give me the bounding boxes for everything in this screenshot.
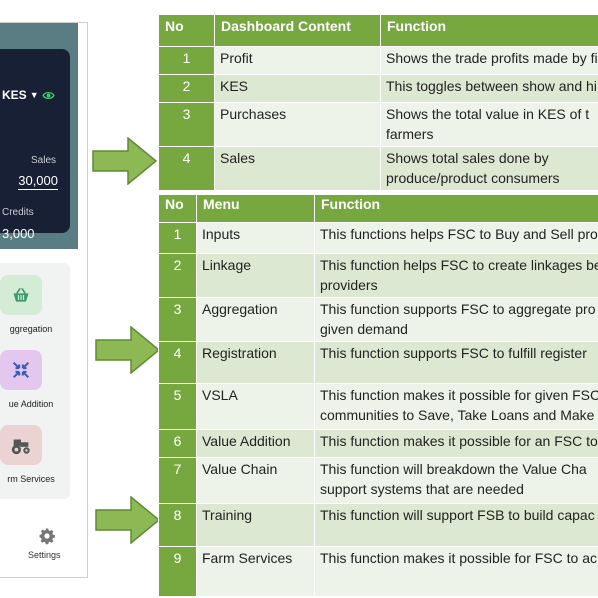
- row-number: 5: [158, 383, 197, 430]
- menu-item-aggregation[interactable]: ggregation: [0, 275, 70, 345]
- table-row: 4 Registration This function supports FS…: [158, 341, 598, 384]
- dashboard-card: KES ▼ Sales 30,000 Credits 3,000: [0, 49, 70, 241]
- row-item: KES: [214, 74, 381, 103]
- menu-tile: [0, 275, 42, 315]
- row-item: Profit: [214, 46, 381, 75]
- row-number: 1: [158, 222, 197, 254]
- caret-down-icon: ▼: [29, 90, 39, 100]
- settings-button[interactable]: Settings: [28, 527, 68, 567]
- row-number: 4: [158, 146, 215, 191]
- row-item: Aggregation: [196, 297, 315, 342]
- row-function: This function makes it possible for an F…: [314, 429, 598, 458]
- row-item: VSLA: [196, 383, 315, 430]
- row-function: Shows the total value in KES of t farmer…: [380, 102, 598, 147]
- row-number: 2: [158, 253, 197, 298]
- table-row: 1 Profit Shows the trade profits made by…: [158, 46, 598, 75]
- menu-panel: ggregation ue Addition: [0, 263, 70, 499]
- row-item: Linkage: [196, 253, 315, 298]
- table-row: 9 Farm Services This function makes it p…: [158, 546, 598, 597]
- row-item: Value Chain: [196, 457, 315, 504]
- sales-value: 30,000: [18, 173, 58, 190]
- table-row: 8 Training This function will support FS…: [158, 503, 598, 547]
- row-function: This function will breakdown the Value C…: [314, 457, 598, 504]
- dashboard-content-table: No Dashboard Content Function 1 Profit S…: [158, 14, 598, 191]
- menu-item-value-addition[interactable]: ue Addition: [0, 350, 70, 420]
- credits-label: Credits: [2, 207, 34, 218]
- row-number: 1: [158, 46, 215, 75]
- column-header: Function: [380, 14, 598, 47]
- menu-item-farm-services[interactable]: rm Services: [0, 425, 70, 495]
- menu-label: ue Addition: [8, 399, 54, 409]
- row-function: Shows total sales done by produce/produc…: [380, 146, 598, 191]
- settings-label: Settings: [28, 550, 61, 560]
- row-number: 2: [158, 74, 215, 103]
- row-function: This function helps FSC to create linkag…: [314, 253, 598, 298]
- row-item: Sales: [214, 146, 381, 191]
- basket-icon: [13, 287, 29, 302]
- menu-tile: [0, 350, 42, 390]
- row-item: Registration: [196, 341, 315, 384]
- menu-table: No Menu Function 1 Inputs This functions…: [158, 194, 598, 597]
- row-function: This functions helps FSC to Buy and Sell…: [314, 222, 598, 254]
- row-function: This toggles between show and hi: [380, 74, 598, 103]
- row-item: Inputs: [196, 222, 315, 254]
- menu-tile: [0, 425, 42, 465]
- tractor-icon: [11, 439, 30, 455]
- arrow-right-icon: [95, 326, 161, 374]
- row-item: Farm Services: [196, 546, 315, 597]
- arrow-right-icon: [92, 137, 158, 185]
- row-number: 3: [158, 297, 197, 342]
- table-row: 3 Aggregation This function supports FSC…: [158, 297, 598, 342]
- credits-value: 3,000: [2, 226, 35, 241]
- table-row: 2 KES This toggles between show and hi: [158, 74, 598, 103]
- row-number: 4: [158, 341, 197, 384]
- row-function: This function makes it possible for give…: [314, 383, 598, 430]
- menu-label: ggregation: [9, 324, 53, 334]
- table-row: 6 Value Addition This function makes it …: [158, 429, 598, 458]
- row-item: Training: [196, 503, 315, 547]
- currency-toggle[interactable]: KES ▼: [2, 88, 55, 102]
- column-header: Function: [314, 194, 598, 223]
- phone-screenshot: KES ▼ Sales 30,000 Credits 3,000: [0, 22, 88, 578]
- table-row: 5 VSLA This function makes it possible f…: [158, 383, 598, 430]
- eye-icon[interactable]: [41, 89, 55, 102]
- row-number: 8: [158, 503, 197, 547]
- arrow-right-icon: [95, 496, 161, 544]
- currency-label: KES: [2, 88, 27, 102]
- row-function: This function supports FSC to fulfill re…: [314, 341, 598, 384]
- row-number: 9: [158, 546, 197, 597]
- table-row: 3 Purchases Shows the total value in KES…: [158, 102, 598, 147]
- arrows-inward-icon: [12, 361, 30, 379]
- dashboard-frame: KES ▼ Sales 30,000 Credits 3,000: [0, 23, 78, 249]
- row-function: This function will support FSB to build …: [314, 503, 598, 547]
- column-header: No: [158, 194, 197, 223]
- sales-label: Sales: [30, 155, 56, 166]
- row-function: This function makes it possible for FSC …: [314, 546, 598, 597]
- menu-label: rm Services: [7, 474, 55, 484]
- column-header: Menu: [196, 194, 315, 223]
- row-item: Purchases: [214, 102, 381, 147]
- row-number: 3: [158, 102, 215, 147]
- table-row: 7 Value Chain This function will breakdo…: [158, 457, 598, 504]
- row-number: 7: [158, 457, 197, 504]
- column-header: Dashboard Content: [214, 14, 381, 47]
- row-number: 6: [158, 429, 197, 458]
- table-header-row: No Menu Function: [158, 194, 598, 223]
- column-header: No: [158, 14, 215, 47]
- gear-icon: [39, 528, 55, 545]
- row-item: Value Addition: [196, 429, 315, 458]
- table-row: 4 Sales Shows total sales done by produc…: [158, 146, 598, 191]
- table-header-row: No Dashboard Content Function: [158, 14, 598, 47]
- table-row: 1 Inputs This functions helps FSC to Buy…: [158, 222, 598, 254]
- row-function: This function supports FSC to aggregate …: [314, 297, 598, 342]
- table-row: 2 Linkage This function helps FSC to cre…: [158, 253, 598, 298]
- row-function: Shows the trade profits made by fi: [380, 46, 598, 75]
